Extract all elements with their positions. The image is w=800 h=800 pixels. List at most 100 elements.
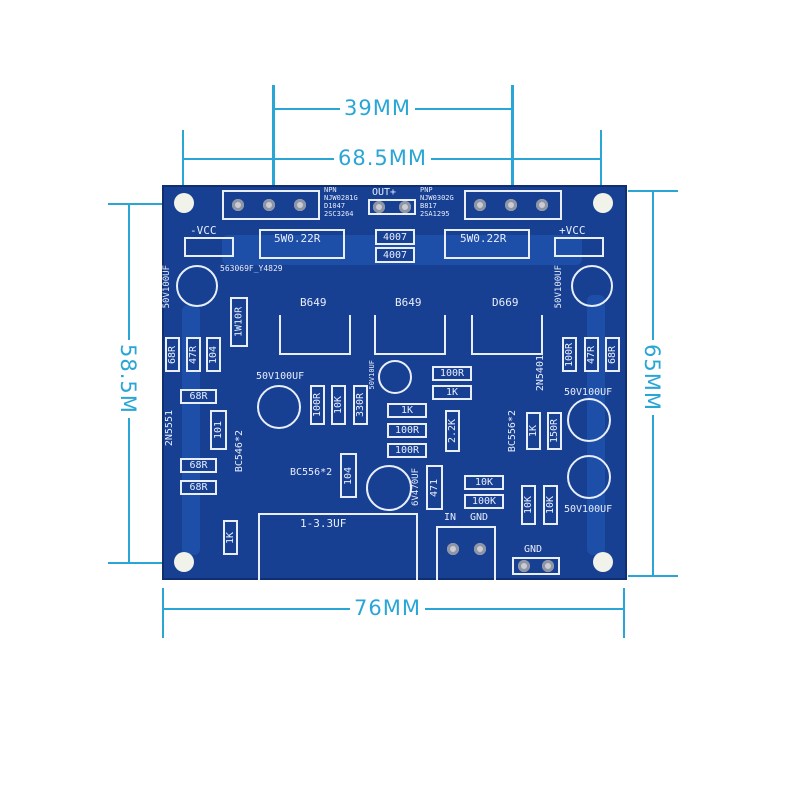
solder-pad — [536, 199, 548, 211]
dim-68-5mm: 68.5MM — [334, 146, 431, 170]
resistor-label: 5W0.22R — [274, 232, 321, 245]
transistor-label: BC556*2 — [507, 410, 518, 453]
part-number: 563069F_Y4829 — [220, 264, 283, 273]
resistor: 1K — [432, 385, 472, 400]
heatsink — [374, 315, 446, 355]
dim-line — [108, 203, 183, 205]
gnd-terminal — [512, 557, 560, 575]
resistor: 100R — [387, 443, 427, 458]
resistor: 1K — [526, 412, 541, 450]
gnd-label: GND — [470, 512, 489, 523]
dim-line — [628, 190, 678, 192]
resistor: 68R — [180, 389, 217, 404]
dim-line — [162, 588, 164, 638]
gnd-label: GND — [524, 544, 543, 555]
cap-label: 50V100UF — [256, 371, 305, 382]
mount-hole — [174, 193, 194, 213]
dim-65mm: 65MM — [640, 340, 664, 415]
cap-label: 6V470UF — [411, 468, 421, 506]
solder-pad — [518, 560, 530, 572]
cap-label: 50V100UF — [564, 504, 613, 515]
resistor: 10K — [331, 385, 346, 425]
capacitor — [366, 465, 412, 511]
dim-line — [628, 575, 678, 577]
solder-pad — [505, 199, 517, 211]
dim-line — [511, 85, 514, 210]
solder-pad — [474, 199, 486, 211]
cap-label: 1-3.3UF — [300, 517, 347, 530]
transistor-label: BC546*2 — [234, 430, 245, 473]
capacitor: 104 — [206, 337, 221, 372]
capacitor — [567, 455, 611, 499]
cap-label: 50V100UF — [554, 265, 564, 309]
dim-line — [623, 588, 625, 638]
resistor: 100R — [310, 385, 325, 425]
dim-line — [108, 562, 183, 564]
transistor-label: B649 — [395, 296, 422, 309]
transistor-label: B649 — [300, 296, 327, 309]
mount-hole — [593, 552, 613, 572]
capacitor: 101 — [210, 410, 227, 450]
dim-58-5m: 58.5M — [116, 340, 140, 418]
pnp-transistor — [464, 190, 562, 220]
heatsink — [279, 315, 351, 355]
resistor: 68R — [165, 337, 180, 372]
resistor: 100R — [562, 337, 577, 372]
capacitor — [567, 398, 611, 442]
cap-label: 50V10UF — [368, 360, 376, 390]
resistor-label: 5W0.22R — [460, 232, 507, 245]
resistor: 47R — [186, 337, 201, 372]
dim-line — [272, 85, 275, 210]
out-label: OUT+ — [372, 187, 397, 198]
neg-vcc-terminal — [184, 237, 234, 257]
resistor: 100R — [432, 366, 472, 381]
solder-pad — [542, 560, 554, 572]
heatsink — [471, 315, 543, 355]
resistor: 10K — [543, 485, 558, 525]
capacitor — [378, 360, 412, 394]
pos-vcc-terminal — [554, 237, 604, 257]
resistor: 150R — [547, 412, 562, 450]
in-label: IN — [444, 512, 457, 523]
diode-4007: 4007 — [375, 247, 415, 263]
input-cap-area — [258, 513, 418, 580]
resistor: 10K — [464, 475, 504, 490]
capacitor — [257, 385, 301, 429]
capacitor: 471 — [426, 465, 443, 510]
solder-pad — [373, 201, 385, 213]
resistor-5w — [444, 229, 530, 259]
solder-pad — [294, 199, 306, 211]
cap-label: 50V100UF — [162, 265, 172, 309]
resistor: 1K — [223, 520, 238, 555]
pos-vcc-label: +VCC — [559, 224, 586, 237]
npn-transistor — [222, 190, 320, 220]
resistor: 1K — [387, 403, 427, 418]
cap-label: 50V100UF — [564, 387, 613, 398]
mount-hole — [593, 193, 613, 213]
dim-39mm: 39MM — [340, 96, 415, 120]
resistor: 47R — [584, 337, 599, 372]
resistor-5w — [259, 229, 345, 259]
dim-line — [600, 130, 602, 205]
mount-hole — [174, 552, 194, 572]
resistor: 68R — [180, 480, 217, 495]
solder-pad — [474, 543, 486, 555]
resistor: 100K — [464, 494, 504, 509]
transistor-label: BC556*2 — [290, 467, 333, 478]
solder-pad — [263, 199, 275, 211]
resistor: 330R — [353, 385, 368, 425]
resistor: 68R — [180, 458, 217, 473]
solder-pad — [399, 201, 411, 213]
resistor: 100R — [387, 423, 427, 438]
transistor-label: 2N5401 — [535, 355, 546, 392]
input-terminal — [436, 526, 496, 580]
dim-line — [182, 130, 184, 205]
solder-pad — [232, 199, 244, 211]
solder-pad — [447, 543, 459, 555]
capacitor — [176, 265, 218, 307]
diode-4007: 4007 — [375, 229, 415, 245]
resistor: 10K — [521, 485, 536, 525]
out-terminal — [368, 199, 416, 215]
